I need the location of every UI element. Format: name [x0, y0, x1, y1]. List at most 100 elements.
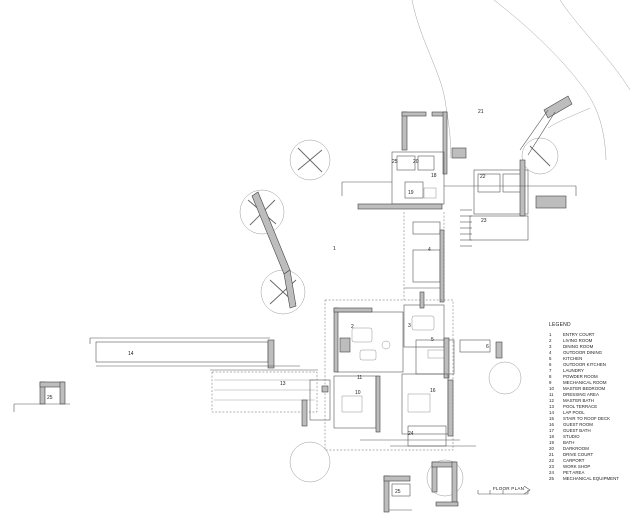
legend-item-number: 18 — [549, 434, 554, 439]
legend-item-number: 2 — [549, 338, 552, 343]
legend-item-label: MECHANICAL EQUIPMENT — [563, 476, 619, 481]
site-trees — [239, 137, 559, 497]
legend-item-label: STUDIO — [563, 434, 580, 439]
legend-item: 14 LAP POOL — [549, 410, 639, 416]
legend-item-number: 4 — [549, 350, 552, 355]
legend-item-number: 3 — [549, 344, 552, 349]
legend-item-label: STAIR TO ROOF DECK — [563, 416, 611, 421]
room-label: 25 — [47, 395, 53, 401]
legend-item-label: BATH — [563, 440, 575, 445]
legend-item-number: 24 — [549, 470, 554, 475]
legend-item-label: DARKROOM — [563, 446, 589, 451]
legend-item-number: 10 — [549, 386, 554, 391]
room-label: 25 — [395, 489, 401, 495]
room-label: 23 — [481, 218, 487, 224]
legend-item: 10 MASTER BEDROOM — [549, 386, 639, 392]
legend-item-number: 6 — [549, 362, 552, 367]
legend-item-label: CARPORT — [563, 458, 585, 463]
tree-symbol — [289, 139, 331, 181]
legend: LEGEND 1 ENTRY COURT 2 LIVING ROOM 3 DINING R… — [549, 322, 639, 482]
tree-symbol — [289, 441, 331, 483]
legend-item: 23 WORK SHOP — [549, 464, 639, 470]
legend-item-label: GUEST BATH — [563, 428, 591, 433]
scale-bar — [477, 485, 531, 495]
room-label: 1 — [333, 246, 336, 252]
legend-item-number: 25 — [549, 476, 554, 481]
legend-item-number: 19 — [549, 440, 554, 445]
breezeway — [403, 212, 445, 303]
legend-item-label: LIVING ROOM — [563, 338, 593, 343]
carport-wing — [444, 95, 577, 247]
legend-item-label: DRESSING AREA — [563, 392, 599, 397]
legend-item-number: 23 — [549, 464, 554, 469]
legend-item-number: 22 — [549, 458, 554, 463]
legend-item-label: GUEST ROOM — [563, 422, 593, 427]
legend-item-label: PET AREA — [563, 470, 585, 475]
south-walls — [383, 461, 459, 513]
legend-item: 5 KITCHEN — [549, 356, 639, 362]
legend-item-label: LAUNDRY — [563, 368, 584, 373]
legend-item: 4 OUTDOOR DINING — [549, 350, 639, 356]
room-label: 5 — [431, 337, 434, 343]
room-label: 19 — [408, 190, 414, 196]
lap-pool — [89, 337, 318, 413]
legend-item-label: DINING ROOM — [563, 344, 594, 349]
legend-item-label: DRIVE COURT — [563, 452, 594, 457]
legend-item-number: 16 — [549, 422, 554, 427]
room-label: 24 — [408, 431, 414, 437]
room-label: 6 — [486, 344, 489, 350]
legend-item-label: POWDER ROOM — [563, 374, 598, 379]
legend-item-label: OUTDOOR DINING — [563, 350, 603, 355]
room-labels: 1 2 3 4 5 6 10 11 13 14 16 18 19 20 21 2… — [47, 109, 489, 495]
legend-item-label: WORK SHOP — [563, 464, 591, 469]
entry-walls — [13, 191, 297, 412]
main-house — [301, 291, 503, 451]
tree-symbol — [426, 459, 464, 497]
floor-plan-caption: FLOOR PLAN — [493, 486, 525, 491]
legend-item: 3 DINING ROOM — [549, 344, 639, 350]
legend-item: 22 CARPORT — [549, 458, 639, 464]
studio-wing — [341, 111, 467, 210]
legend-item: 17 GUEST BATH — [549, 428, 639, 434]
room-label: 22 — [480, 174, 486, 180]
room-label: 2 — [351, 324, 354, 330]
legend-item-label: POOL TERRACE — [563, 404, 598, 409]
legend-item-label: ENTRY COURT — [563, 332, 595, 337]
legend-item: 19 BATH — [549, 440, 639, 446]
room-label: 10 — [355, 390, 361, 396]
legend-item: 20 DARKROOM — [549, 446, 639, 452]
legend-item: 2 LIVING ROOM — [549, 338, 639, 344]
legend-item: 18 STUDIO — [549, 434, 639, 440]
legend-item-number: 14 — [549, 410, 554, 415]
legend-item: 1 ENTRY COURT — [549, 332, 639, 338]
legend-item-number: 11 — [549, 392, 554, 397]
legend-item-label: KITCHEN — [563, 356, 583, 361]
legend-item-number: 5 — [549, 356, 552, 361]
room-label: 16 — [430, 388, 436, 394]
legend-item: 24 PET AREA — [549, 470, 639, 476]
legend-item-number: 12 — [549, 398, 554, 403]
legend-item: 25 MECHANICAL EQUIPMENT — [549, 476, 639, 482]
legend-item-number: 17 — [549, 428, 554, 433]
legend-item-label: LAP POOL — [563, 410, 585, 415]
legend-item-number: 7 — [549, 368, 552, 373]
stair — [460, 209, 472, 247]
room-label: 4 — [428, 247, 431, 253]
room-label: 18 — [431, 173, 437, 179]
tree-symbol — [488, 361, 522, 395]
legend-item-label: MASTER BEDROOM — [563, 386, 606, 391]
legend-list: 1 ENTRY COURT 2 LIVING ROOM 3 DINING ROOM 4 OUT… — [549, 332, 639, 482]
site-contours — [411, 0, 631, 161]
legend-item-number: 20 — [549, 446, 554, 451]
legend-item-number: 9 — [549, 380, 552, 385]
legend-item-number: 1 — [549, 332, 552, 337]
legend-item: 7 LAUNDRY — [549, 368, 639, 374]
legend-title: LEGEND — [549, 322, 571, 328]
room-label: 14 — [128, 351, 134, 357]
